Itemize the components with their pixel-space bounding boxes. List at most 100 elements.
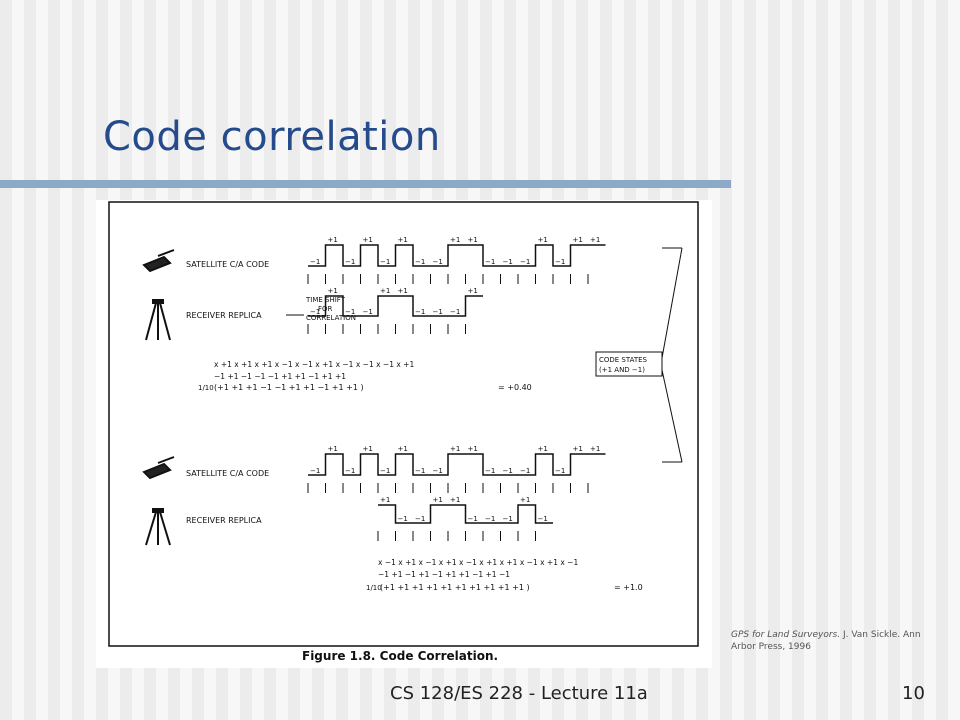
citation-book-title: GPS for Land Surveyors. [731,630,841,640]
panel1-satellite-chip-label: −1 [345,258,355,266]
panel1-receiver-chip-label: +1 [398,287,408,295]
panel1-receiver-chip-label: +1 [328,287,338,295]
panel2-receiver-chip-label: −1 [415,515,425,523]
panel2-receiver-chip-label: +1 [450,496,460,504]
panel1-receiver-label: RECEIVER REPLICA [186,311,262,320]
satellite-icon [142,249,175,273]
panel2-receiver-chip-label: −1 [468,515,478,523]
panel1-satellite-chip-label: +1 [573,236,583,244]
panel2-satellite-label: SATELLITE C/A CODE [186,469,269,478]
tripod-icon-2 [145,508,171,546]
page-number: 10 [902,683,925,704]
panel2-satellite-chip-label: +1 [363,445,373,453]
panel1-satellite-chip-label: −1 [415,258,425,266]
panel2-satellite-chip-label: +1 [573,445,583,453]
code-states-label-1: CODE STATES [599,356,648,364]
panel2-satellite-chip-label: +1 [328,445,338,453]
panel2-receiver-chip-label: +1 [433,496,443,504]
panel2-satellite-waveform: −1 +1 −1 +1 −1 +1 −1 −1 +1 +1 −1 −1 −1 +1 −1 +1 +1 [307,445,606,493]
panel2-receiver-label: RECEIVER REPLICA [186,516,262,525]
panel2-satellite-chip-label: +1 [590,445,600,453]
panel2-receiver-chip-label: −1 [538,515,548,523]
panel2-satellite-chip-label: −1 [485,467,495,475]
panel2-satellite-chip-label: +1 [450,445,460,453]
figure-frame [108,201,699,647]
panel2-receiver-chip-label: +1 [380,496,390,504]
citation-details: J. Van Sickle. Ann Arbor Press, 1996 [731,630,921,652]
panel2-receiver-chip-label: +1 [520,496,530,504]
panel1-satellite-chip-label: +1 [398,236,408,244]
panel1-satellite-chip-label: +1 [450,236,460,244]
panel1-receiver-chip-label: −1 [433,308,443,316]
panel1-receiver-line [308,295,483,317]
panel1-satellite-chip-label: −1 [503,258,513,266]
panel2-satellite-chip-label: −1 [520,467,530,475]
panel1-satellite-chip-label: +1 [328,236,338,244]
slide-title: Code correlation [103,114,441,160]
panel1-receiver-chip-label: −1 [363,308,373,316]
code-states-pointer-2 [661,369,683,463]
panel1-satellite-chip-label: −1 [433,258,443,266]
panel2-satellite-chip-label: −1 [345,467,355,475]
panel2-receiver-waveform: +1 −1 −1 +1 +1 −1 −1 −1 +1 −1 [377,496,553,541]
panel2-satellite-chip-label: −1 [310,467,320,475]
panel1-receiver-waveform: −1 +1 −1 −1 +1 +1 −1 −1 −1 +1 [307,287,483,334]
panel1-satellite-chip-label: −1 [485,258,495,266]
panel1-satellite-chip-label: +1 [468,236,478,244]
panel2-satellite-chip-label: +1 [398,445,408,453]
figure-image: SATELLITE C/A CODE RECEIVER REPLICA −1+1… [96,200,712,668]
panel1-receiver-chip-label: −1 [415,308,425,316]
panel1-receiver-chip-label: +1 [468,287,478,295]
panel2-sum-result: = +1.0 [614,583,643,592]
panel2-sum-terms: (+1 +1 +1 +1 +1 +1 +1 +1 +1 +1 ) [380,583,530,592]
citation: GPS for Land Surveyors. J. Van Sickle. A… [731,629,931,653]
panel2-receiver-line [378,504,553,524]
satellite-icon-2 [142,456,175,480]
panel1-sum-prefix: 1/10 [198,384,214,392]
panel2-sum-prefix: 1/10 [366,584,382,592]
panel2-satellite-chip-label: +1 [468,445,478,453]
code-correlation-figure: SATELLITE C/A CODE RECEIVER REPLICA −1+1… [108,201,699,663]
panel2-receiver-chip-label: −1 [398,515,408,523]
panel2-receiver-chip-label: −1 [485,515,495,523]
panel2-satellite-chip-label: −1 [433,467,443,475]
panel2-receiver-row: −1 +1 −1 +1 −1 +1 +1 −1 +1 −1 [378,570,510,579]
time-shift-label-1: TIME SHIFT [305,296,346,304]
panel1-satellite-chip-label: −1 [555,258,565,266]
panel1-satellite-row: x +1 x +1 x +1 x −1 x −1 x +1 x −1 x −1 … [214,360,414,369]
panel1-receiver-chip-label: +1 [380,287,390,295]
code-states-label-2: (+1 AND −1) [599,366,645,374]
panel1-satellite-chip-label: −1 [520,258,530,266]
panel1-receiver-chip-label: −1 [310,308,320,316]
panel2-satellite-line [308,453,606,476]
code-states-box [595,351,663,377]
code-states-pointer-1 [661,247,683,359]
time-shift-label-3: CORRELATION [306,314,356,322]
panel2-satellite-chip-label: −1 [503,467,513,475]
panel2-receiver-chip-label: −1 [503,515,513,523]
panel2-satellite-chip-label: −1 [415,467,425,475]
panel1-receiver-row: −1 +1 −1 −1 −1 +1 +1 −1 +1 +1 [214,372,346,381]
blank-area [186,544,372,640]
figure-caption: Figure 1.8. Code Correlation. [302,649,498,663]
panel2-satellite-chip-label: −1 [380,467,390,475]
title-underline [0,180,731,188]
panel2-satellite-chip-label: +1 [538,445,548,453]
panel1-satellite-chip-label: +1 [590,236,600,244]
panel1-satellite-label: SATELLITE C/A CODE [186,260,269,269]
time-shift-label-2: FOR [318,305,333,313]
panel2-satellite-row: x −1 x +1 x −1 x +1 x −1 x +1 x +1 x −1 … [378,558,578,567]
panel1-receiver-chip-label: −1 [345,308,355,316]
panel1-satellite-waveform: −1 +1 −1 +1 −1 +1 −1 −1 +1 +1 −1 −1 −1 +1 −1 +1 +1 [307,236,606,284]
slide-footer: CS 128/ES 228 - Lecture 11a [390,683,648,704]
panel1-satellite-line [308,244,606,267]
panel1-satellite-chip-label: +1 [538,236,548,244]
panel1-satellite-chip-label: +1 [363,236,373,244]
panel1-satellite-chip-label: −1 [310,258,320,266]
panel2-satellite-chip-label: −1 [555,467,565,475]
panel1-sum-result: = +0.40 [498,383,532,392]
panel1-receiver-chip-label: −1 [450,308,460,316]
panel1-sum-terms: (+1 +1 +1 −1 −1 +1 +1 −1 +1 +1 ) [214,383,364,392]
tripod-icon [145,299,171,341]
panel1-satellite-chip-label: −1 [380,258,390,266]
